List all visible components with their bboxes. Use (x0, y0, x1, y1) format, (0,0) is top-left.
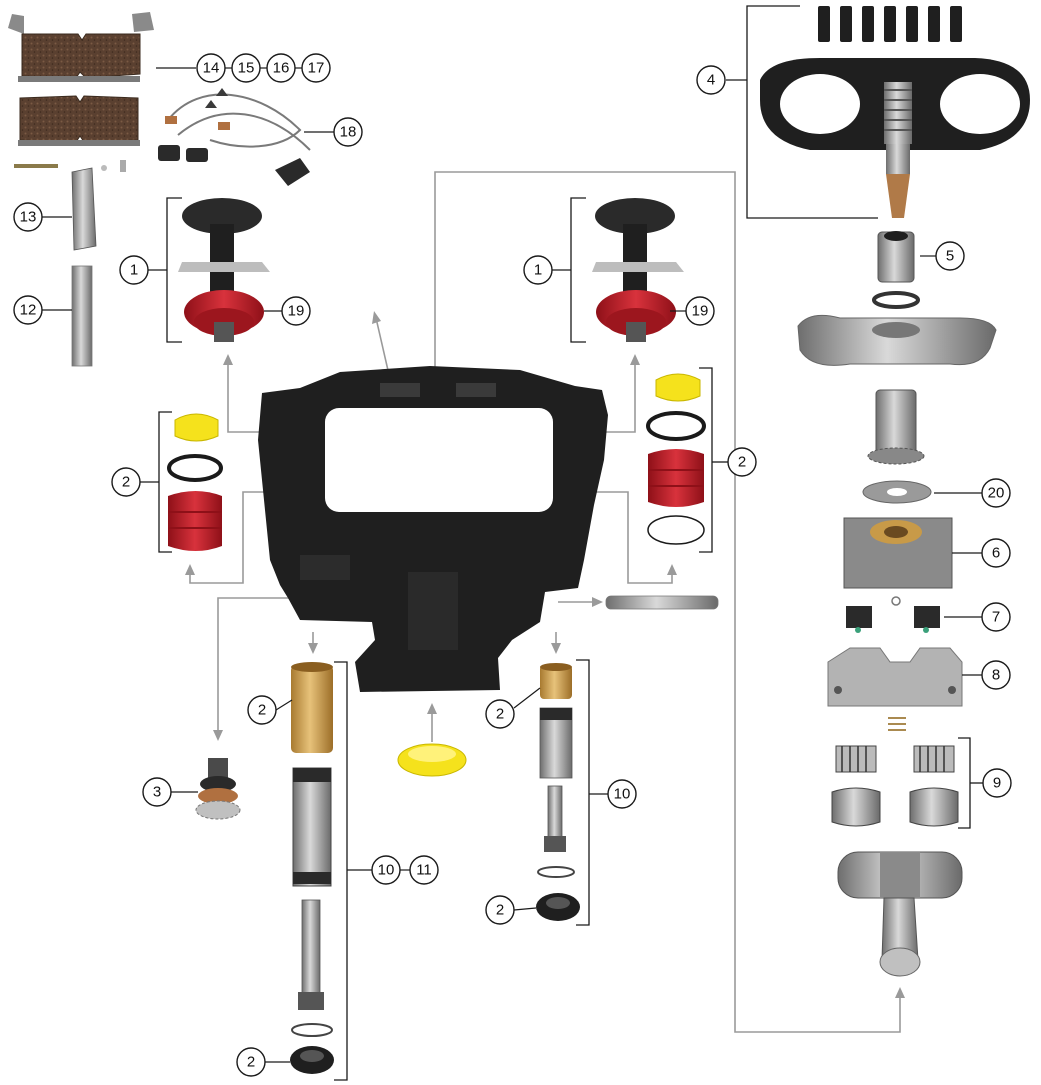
caliper-housing (258, 366, 608, 692)
callout-14: 14 (196, 53, 226, 83)
callout-11: 11 (409, 855, 439, 885)
svg-text:18: 18 (340, 124, 357, 141)
yellow-cap-center (397, 743, 467, 777)
actuator-left (178, 198, 270, 342)
seal-kit-left (167, 413, 223, 551)
guide-pin-kit-long (290, 662, 334, 1074)
adjuster-mechanism (195, 758, 241, 820)
svg-text:11: 11 (416, 862, 432, 879)
callout-18: 18 (333, 117, 363, 147)
pad-wear-sensor-cables (158, 88, 311, 186)
threaded-bushing (872, 231, 920, 309)
callout-3: 3 (142, 777, 172, 807)
callout-15: 15 (231, 53, 261, 83)
adjuster-sleeve (862, 389, 932, 504)
actuator-right (592, 198, 684, 342)
guide-pin-kit-short (536, 663, 580, 921)
guide-sleeve-rod (605, 595, 719, 610)
callout-2-bushing-left: 2 (247, 695, 277, 725)
callout-2-bushing-right: 2 (485, 699, 515, 729)
svg-text:2: 2 (496, 902, 504, 919)
needle-bearings (831, 717, 959, 827)
svg-text:13: 13 (20, 209, 37, 226)
bridge-plate (797, 314, 997, 366)
callout-10-left: 10 (371, 855, 401, 885)
svg-text:2: 2 (122, 474, 130, 491)
callout-19-left: 19 (281, 296, 311, 326)
brackets (140, 5, 984, 1081)
svg-text:19: 19 (288, 303, 305, 320)
pad-retainer-spring (14, 160, 126, 251)
svg-text:19: 19 (692, 303, 709, 320)
callout-4: 4 (696, 65, 726, 95)
svg-text:8: 8 (992, 667, 1000, 684)
svg-text:3: 3 (153, 784, 161, 801)
cover-plate-with-threaded-spindle (760, 58, 1030, 218)
svg-text:2: 2 (247, 1054, 255, 1071)
svg-text:7: 7 (992, 609, 1000, 626)
callout-6: 6 (981, 538, 1011, 568)
callout-2-seal-right: 2 (727, 447, 757, 477)
svg-text:16: 16 (273, 60, 290, 77)
svg-text:2: 2 (496, 706, 504, 723)
svg-text:9: 9 (993, 775, 1001, 792)
callout-12: 12 (13, 295, 43, 325)
callout-5: 5 (935, 241, 965, 271)
svg-text:2: 2 (258, 702, 266, 719)
callout-1-right: 1 (523, 255, 553, 285)
cover-plate-bolts (818, 6, 962, 42)
svg-text:10: 10 (378, 862, 395, 879)
brake-pad-set (8, 12, 154, 146)
svg-text:1: 1 (130, 262, 138, 279)
callout-2-seal-left: 2 (111, 467, 141, 497)
operating-lever (837, 851, 963, 977)
leader-lines (42, 67, 982, 1063)
callout-10-right: 10 (607, 779, 637, 809)
svg-text:2: 2 (738, 454, 746, 471)
callout-17: 17 (301, 53, 331, 83)
svg-text:12: 12 (20, 302, 37, 319)
svg-text:1: 1 (534, 262, 542, 279)
callout-8: 8 (981, 660, 1011, 690)
tappet-pads (846, 596, 940, 633)
svg-text:15: 15 (238, 60, 255, 77)
callout-1-left: 1 (119, 255, 149, 285)
svg-text:17: 17 (308, 60, 325, 77)
callout-7: 7 (981, 602, 1011, 632)
svg-text:5: 5 (946, 248, 954, 265)
svg-text:6: 6 (992, 545, 1000, 562)
callout-19-right: 19 (685, 296, 715, 326)
svg-text:20: 20 (988, 485, 1005, 502)
svg-text:4: 4 (707, 72, 715, 89)
callout-2-cap-right: 2 (485, 895, 515, 925)
callout-9: 9 (982, 768, 1012, 798)
pad-retainer-strip (71, 265, 93, 367)
callout-13: 13 (13, 202, 43, 232)
callout-16: 16 (266, 53, 296, 83)
svg-text:14: 14 (203, 60, 220, 77)
seal-kit-right (646, 373, 706, 545)
callout-2-cap-left: 2 (236, 1047, 266, 1077)
svg-text:10: 10 (614, 786, 631, 803)
pressure-plate (843, 517, 953, 589)
lever-housing (827, 647, 963, 707)
callout-20: 20 (981, 478, 1011, 508)
